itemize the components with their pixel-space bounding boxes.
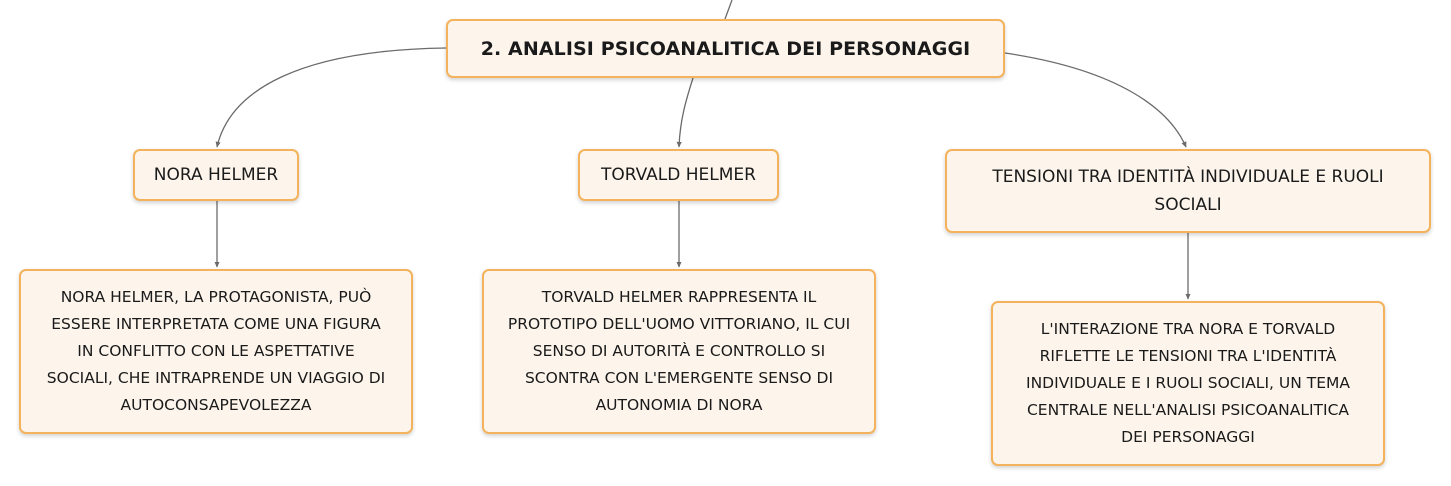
detail-node-tensioni[interactable]: L'INTERAZIONE TRA NORA E TORVALD RIFLETT… [991, 301, 1385, 466]
root-topic-node[interactable]: 2. ANALISI PSICOANALITICA DEI PERSONAGGI [446, 19, 1005, 78]
detail-text-nora-helmer: NORA HELMER, LA PROTAGONISTA, PUÒ ESSERE… [46, 288, 386, 414]
branch-node-tensioni[interactable]: TENSIONI TRA IDENTITÀ INDIVIDUALE E RUOL… [945, 149, 1431, 233]
connector-parent-to-root [724, 0, 733, 20]
connector-root-to-torvald [676, 77, 694, 148]
detail-node-nora-helmer[interactable]: NORA HELMER, LA PROTAGONISTA, PUÒ ESSERE… [19, 269, 413, 434]
branch-node-nora-helmer[interactable]: NORA HELMER [133, 149, 299, 201]
connector-root-to-tensioni [1004, 52, 1187, 148]
detail-text-torvald-helmer: TORVALD HELMER RAPPRESENTA IL PROTOTIPO … [507, 288, 851, 414]
detail-node-torvald-helmer[interactable]: TORVALD HELMER RAPPRESENTA IL PROTOTIPO … [482, 269, 876, 434]
detail-text-tensioni: L'INTERAZIONE TRA NORA E TORVALD RIFLETT… [1026, 320, 1350, 446]
connector-root-to-nora [215, 47, 447, 148]
branch-node-torvald-helmer[interactable]: TORVALD HELMER [578, 149, 779, 201]
branch-label-tensioni: TENSIONI TRA IDENTITÀ INDIVIDUALE E RUOL… [992, 167, 1384, 215]
root-topic-label: 2. ANALISI PSICOANALITICA DEI PERSONAGGI [480, 37, 971, 60]
branch-label-nora-helmer: NORA HELMER [153, 165, 279, 185]
branch-label-torvald-helmer: TORVALD HELMER [600, 165, 756, 185]
